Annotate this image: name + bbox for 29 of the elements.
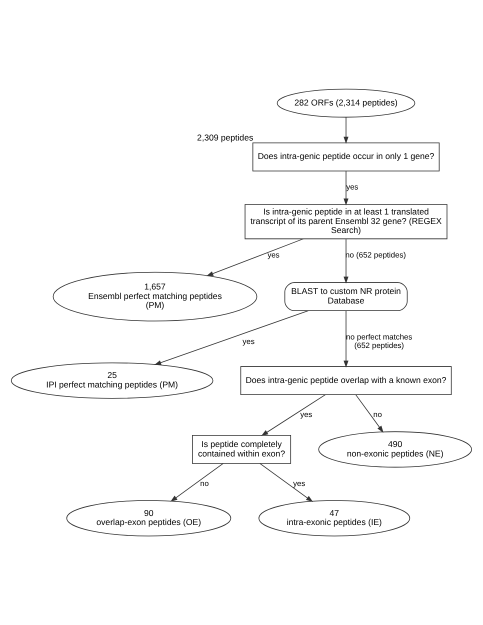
arrow	[344, 238, 348, 284]
edge-label: yes	[242, 336, 255, 346]
arrow	[259, 463, 314, 502]
edge-label: yes	[300, 410, 312, 419]
arrow	[170, 463, 224, 502]
node-box: Is intra-genic peptide in at least 1 translated transcript of its parent Ensembl 32 gene? (REGEX Search)	[244, 204, 448, 240]
node-ellipse: 90 overlap-exon peptides (OE)	[66, 500, 232, 536]
arrow	[261, 394, 326, 436]
edge-label: yes	[293, 478, 306, 488]
arrow	[344, 310, 348, 368]
arrow	[344, 117, 348, 144]
arrow	[355, 394, 384, 433]
node-box: BLAST to custom NR protein Database	[284, 282, 408, 312]
arrow	[344, 170, 348, 206]
edge-label: yes	[267, 250, 280, 260]
arrow	[154, 310, 309, 366]
node-ellipse: 282 ORFs (2,314 peptides)	[276, 88, 416, 118]
node-ellipse: 490 non-exonic peptides (NE)	[318, 431, 472, 468]
node-ellipse: 47 intra-exonic peptides (IE)	[258, 500, 410, 536]
node-box: Is peptide completely contained within exon?	[192, 435, 292, 464]
node-box: Does intra-genic peptide occur in only 1 gene?	[252, 142, 440, 172]
arrow	[206, 238, 304, 276]
edge-label: no	[200, 478, 209, 488]
node-ellipse: 25 IPI perfect matching peptides (PM)	[10, 362, 214, 399]
edge-label: no perfect matches (652 peptides)	[346, 332, 412, 350]
node-box: Does intra-genic peptide overlap with a known exon?	[240, 366, 452, 396]
node-label: 2,309 peptides	[197, 132, 254, 142]
edge-label: no	[373, 410, 382, 419]
edge-label: yes	[346, 182, 358, 192]
